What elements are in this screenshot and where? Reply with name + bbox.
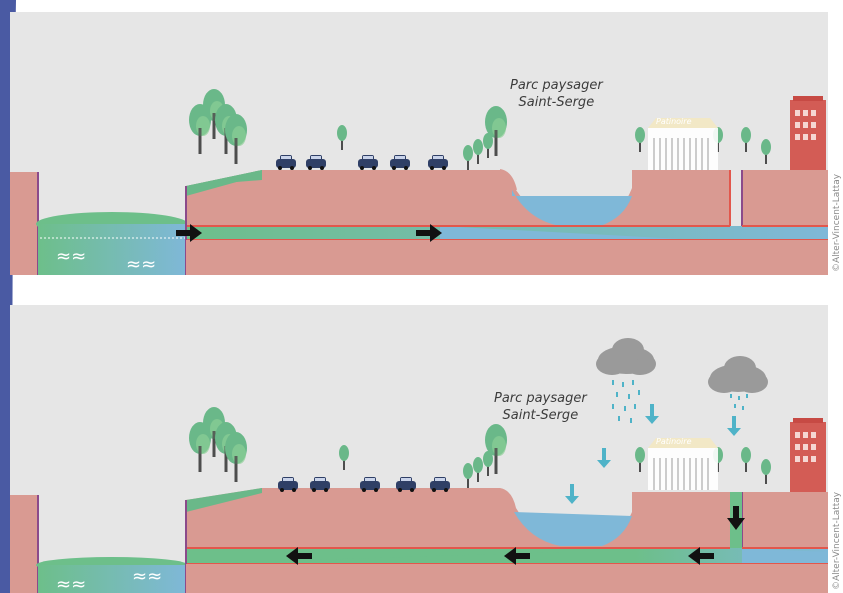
park-label-line1: Parc paysager — [510, 78, 603, 93]
rink-label: Patinoire — [656, 117, 692, 126]
wave-icon: ≈≈ — [126, 254, 156, 275]
bottom-panel: ≈≈ ≈≈ — [10, 305, 828, 593]
lower-ground — [186, 240, 828, 275]
rain-drops — [612, 380, 748, 423]
retention-basin — [512, 190, 632, 226]
park-label: Parc paysager Saint-Serge — [494, 390, 587, 424]
building-icon — [790, 418, 826, 492]
rink-label: Patinoire — [656, 437, 692, 446]
wave-icon: ≈≈ — [56, 246, 86, 267]
photo-credit: ©Alter-Vincent-Lattay — [832, 173, 842, 272]
wave-icon: ≈≈ — [56, 574, 86, 593]
top-panel: ≈≈ ≈≈ — [10, 12, 828, 275]
river-water — [38, 224, 186, 275]
upper-ground — [186, 170, 730, 226]
wave-icon: ≈≈ — [132, 566, 162, 587]
building-icon — [790, 96, 826, 170]
left-wall — [10, 172, 38, 275]
park-label-line1: Parc paysager — [494, 391, 587, 406]
park-label: Parc paysager Saint-Serge — [510, 77, 603, 111]
park-label-line2: Saint-Serge — [502, 408, 579, 423]
flow-arrow-down — [727, 506, 745, 530]
park-label-line2: Saint-Serge — [518, 95, 595, 110]
photo-credit: ©Alter-Vincent-Lattay — [832, 491, 842, 590]
